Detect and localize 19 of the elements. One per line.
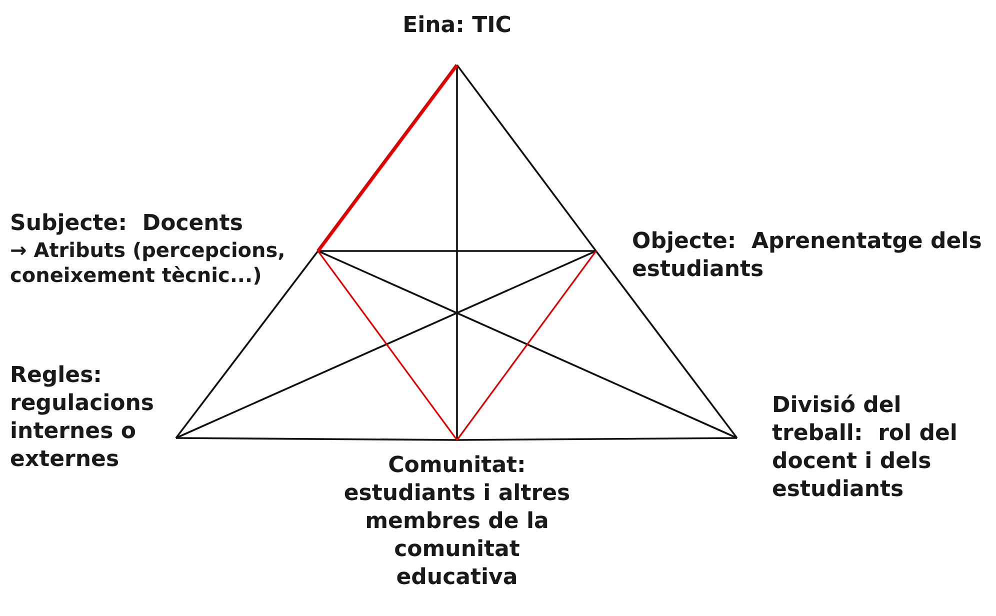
connector-line xyxy=(176,437,457,441)
connector-line xyxy=(456,64,597,252)
connector-line xyxy=(316,64,458,252)
connector-line xyxy=(318,250,596,252)
vertex-label: Comunitat: estudiants i altres membres de la comunitat educativa xyxy=(342,452,572,592)
vertex-description: → Atributs (percepcions, coneixement tècnic...) xyxy=(10,238,286,288)
connector-line xyxy=(318,250,738,439)
vertex-label: Subjecte: Docents xyxy=(10,210,244,238)
vertex-label: Divisió del treball: rol del docent i dels estudiants xyxy=(772,392,958,504)
connector-line xyxy=(317,250,458,440)
connector-line xyxy=(595,250,738,439)
connector-line xyxy=(176,250,596,439)
vertex-label: Objecte: Aprenentatge dels estudiants xyxy=(632,228,983,284)
vertex-label: Eina: TIC xyxy=(402,12,512,40)
connector-line xyxy=(457,437,737,441)
connector-line xyxy=(175,250,319,439)
vertex-label: Regles: regulacions internes o externes xyxy=(10,362,156,474)
connector-line xyxy=(456,65,458,440)
connector-line xyxy=(456,250,597,440)
